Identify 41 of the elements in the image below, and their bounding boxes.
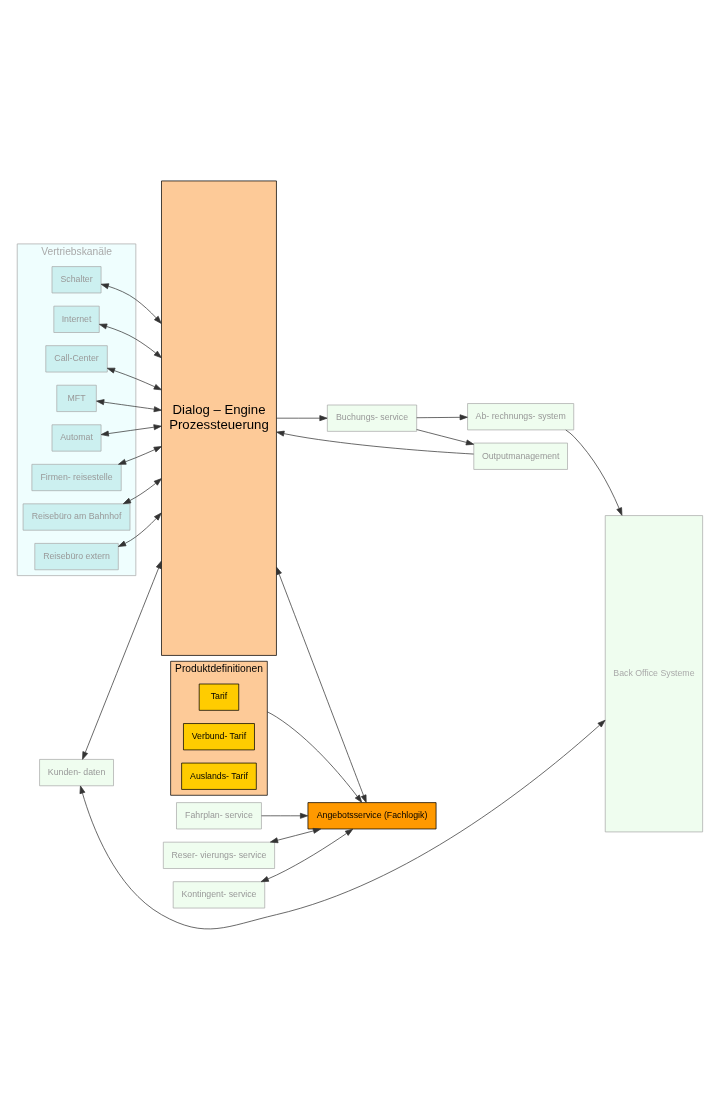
arrow (100, 282, 162, 324)
arrow (106, 367, 162, 390)
arrow (118, 512, 162, 547)
arrow (100, 423, 162, 436)
arrow (565, 429, 623, 516)
arrow (416, 428, 474, 445)
arrow (99, 323, 162, 358)
node-box: Kontingent- service (172, 880, 266, 908)
node-box: Firmen- reisestelle (31, 463, 122, 491)
arrow (79, 719, 606, 929)
arrow (270, 827, 321, 843)
node-box: Reser- vierungs- service (162, 841, 275, 869)
node-box: Angebotsservice (Fachlogik) (307, 801, 437, 829)
node-box: Tarif (198, 683, 240, 711)
node-box: MFT (56, 384, 97, 412)
node-box: Auslands- Tarif (181, 762, 257, 790)
arrow (122, 477, 162, 504)
arrow (96, 398, 162, 412)
node-box: Outputmanagement (473, 442, 568, 470)
arrow (118, 445, 162, 465)
arrow (261, 812, 309, 819)
node-box: Reisebüro extern (34, 542, 119, 570)
arrow (276, 414, 328, 421)
node-box: Ab- rechnungs- system (467, 402, 575, 430)
arrow (266, 710, 363, 803)
node-box: Kunden- daten (39, 758, 114, 786)
arrow (82, 560, 162, 760)
node-box: Schalter (51, 265, 102, 293)
node-box: Back Office Systeme (604, 514, 703, 832)
node-box: Dialog – Engine Prozessteuerung (161, 180, 277, 656)
node-box: Verbund- Tarif (183, 722, 255, 750)
node-box: Buchungs- service (326, 404, 418, 432)
node-box: Internet (53, 305, 100, 333)
arrow (276, 566, 367, 803)
arrow (276, 430, 474, 454)
node-box: Call-Center (45, 344, 108, 372)
node-box: Automat (51, 423, 102, 451)
node-box: Reisebüro am Bahnhof (22, 503, 131, 531)
arrow (260, 828, 354, 882)
arrow (416, 413, 468, 420)
node-box: Fahrplan- service (176, 801, 262, 829)
